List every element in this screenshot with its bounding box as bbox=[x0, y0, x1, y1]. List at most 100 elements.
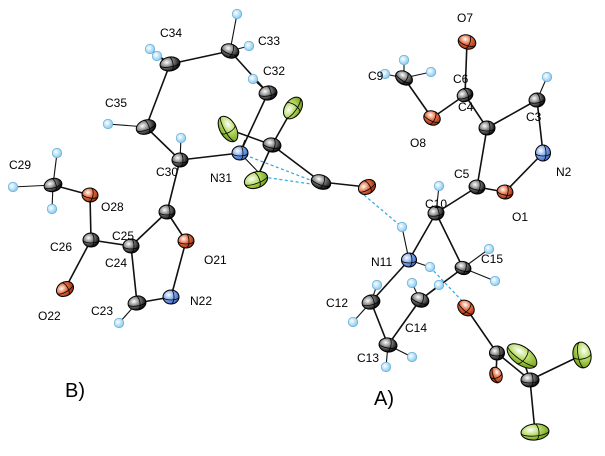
label-O22: O22 bbox=[38, 309, 61, 323]
hydrogen-atom bbox=[113, 317, 125, 329]
hydrogen-atom bbox=[424, 261, 436, 273]
hydrogen-atom bbox=[151, 50, 163, 62]
hydrogen-atom bbox=[406, 351, 418, 363]
atom-fluorine bbox=[520, 423, 550, 441]
bond bbox=[408, 212, 437, 261]
label-C33: C33 bbox=[258, 34, 280, 48]
atom-O1 bbox=[496, 184, 514, 200]
atom-C29 bbox=[43, 177, 63, 193]
bond bbox=[64, 239, 92, 290]
atom-C4 bbox=[478, 120, 496, 136]
atom-O28 bbox=[81, 187, 99, 203]
atom-C6 bbox=[456, 87, 474, 103]
hydrogen-atom bbox=[483, 243, 495, 255]
atom-oxygen bbox=[457, 299, 475, 317]
label-C14: C14 bbox=[405, 321, 427, 335]
label-C12: C12 bbox=[326, 296, 348, 310]
hydrogen-atom bbox=[433, 279, 445, 291]
atom-O21 bbox=[177, 233, 195, 249]
atom-C10 bbox=[427, 205, 445, 221]
label-C9: C9 bbox=[368, 69, 384, 83]
panel-label-a: A) bbox=[374, 388, 394, 410]
atom-fluorine bbox=[282, 96, 304, 120]
label-O1: O1 bbox=[512, 210, 528, 224]
atom-C9 bbox=[395, 70, 413, 86]
label-C32: C32 bbox=[263, 64, 285, 78]
label-C34: C34 bbox=[160, 26, 182, 40]
hydrogen-atom bbox=[541, 71, 553, 83]
label-N11: N11 bbox=[371, 255, 392, 269]
hydrogen-atom bbox=[51, 147, 63, 159]
hydrogen-atom bbox=[243, 40, 255, 52]
bond bbox=[486, 99, 538, 129]
atom-carbon bbox=[310, 174, 332, 190]
label-N31: N31 bbox=[210, 171, 232, 185]
label-O28: O28 bbox=[101, 200, 124, 214]
hydrogen-atom bbox=[7, 181, 19, 193]
hydrogen-atom bbox=[247, 73, 259, 85]
hydrogen-bond-contact bbox=[244, 154, 319, 184]
atom-C24 bbox=[122, 238, 140, 254]
atom-C34 bbox=[159, 56, 181, 72]
label-C5: C5 bbox=[454, 167, 470, 181]
atom-fluorine bbox=[572, 341, 592, 369]
hydrogen-atoms bbox=[7, 8, 553, 373]
atom-C30 bbox=[171, 152, 189, 168]
hydrogen-atom bbox=[231, 8, 243, 20]
bond bbox=[536, 99, 544, 154]
atom-C25 bbox=[158, 204, 176, 220]
bond bbox=[239, 92, 269, 154]
label-C6: C6 bbox=[453, 72, 469, 86]
atom-N31 bbox=[231, 145, 249, 161]
bond bbox=[145, 63, 171, 128]
label-C3: C3 bbox=[526, 110, 542, 124]
bond bbox=[464, 41, 468, 96]
atom-C14 bbox=[410, 292, 430, 308]
hydrogen-bond-contact bbox=[262, 176, 319, 186]
hydrogen-atom bbox=[380, 361, 392, 373]
label-C15: C15 bbox=[481, 252, 503, 266]
label-C13: C13 bbox=[357, 351, 379, 365]
atom-C5 bbox=[468, 179, 486, 195]
label-C35: C35 bbox=[105, 96, 127, 110]
bond bbox=[166, 159, 181, 213]
label-N22: N22 bbox=[190, 294, 212, 308]
label-C30: C30 bbox=[156, 165, 178, 179]
label-C24: C24 bbox=[105, 256, 127, 270]
hydrogen-atom bbox=[398, 54, 410, 66]
atom-C26 bbox=[82, 232, 100, 248]
atom-C15 bbox=[454, 260, 472, 276]
bond bbox=[179, 152, 241, 161]
hydrogen-bond-contact bbox=[429, 266, 465, 304]
atom-oxygen bbox=[357, 178, 377, 196]
atom-C35 bbox=[135, 119, 157, 135]
hydrogen-bond-contact bbox=[363, 194, 403, 228]
atom-O8 bbox=[423, 110, 441, 126]
atom-C32 bbox=[258, 85, 278, 101]
bond bbox=[435, 212, 464, 269]
label-C25: C25 bbox=[112, 229, 134, 243]
hydrogen-atom bbox=[102, 118, 114, 130]
atom-carbon bbox=[489, 345, 505, 361]
bond bbox=[504, 152, 544, 193]
hydrogen-atom bbox=[379, 68, 391, 80]
hydrogen-atom bbox=[347, 316, 359, 328]
label-C26: C26 bbox=[50, 240, 72, 254]
bond bbox=[529, 379, 536, 433]
hydrogen-atom bbox=[144, 43, 156, 55]
heavy-atoms bbox=[43, 34, 592, 441]
label-N2: N2 bbox=[556, 165, 572, 179]
hydrogen-atom bbox=[175, 132, 187, 144]
atom-fluorine bbox=[217, 115, 239, 143]
bond bbox=[370, 259, 410, 303]
hydrogen-atom bbox=[371, 279, 383, 291]
bond bbox=[130, 245, 138, 304]
label-O7: O7 bbox=[457, 11, 473, 25]
hbond-contacts bbox=[244, 154, 465, 304]
atom-O7 bbox=[457, 34, 477, 50]
atom-N2 bbox=[535, 144, 551, 162]
bond bbox=[387, 299, 421, 346]
panel-label-b: B) bbox=[65, 380, 85, 402]
atom-carbon bbox=[262, 137, 282, 153]
